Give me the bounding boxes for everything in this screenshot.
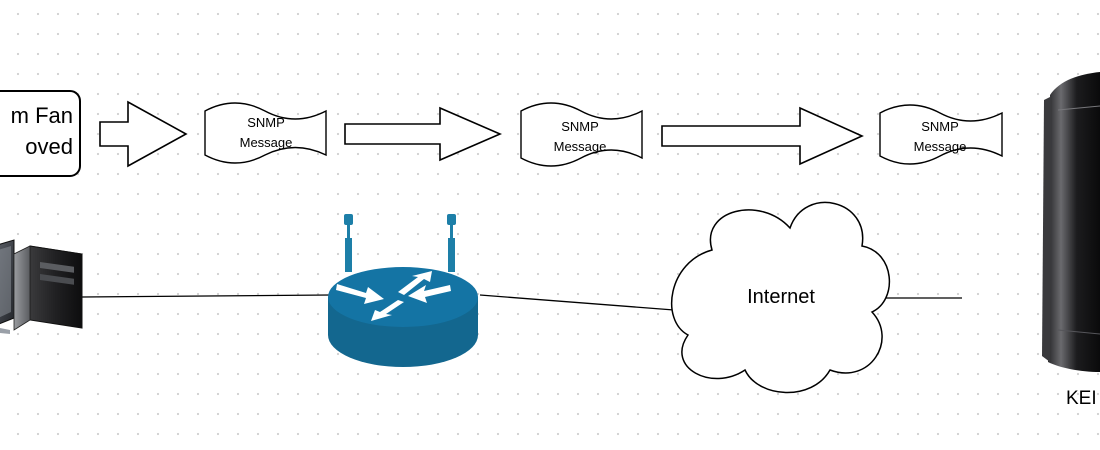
- event-text: m Fan oved: [0, 100, 81, 162]
- snmp-message-line1: SNMP: [247, 115, 285, 130]
- desktop-computer-icon: [0, 239, 84, 334]
- snmp-message-line1: SNMP: [561, 119, 599, 134]
- server-label: KEI: [1066, 388, 1097, 409]
- snmp-message-line1: SNMP: [921, 119, 959, 134]
- snmp-message-line2: Message: [239, 135, 293, 150]
- event-box: [0, 90, 81, 177]
- flow-arrow-2: [344, 106, 503, 162]
- server-rack-icon: [1042, 72, 1100, 372]
- event-text-line2: oved: [25, 134, 73, 159]
- link-computer-router: [81, 294, 331, 298]
- snmp-message-label-1: SNMP Message: [206, 113, 326, 153]
- snmp-message-line2: Message: [913, 139, 967, 154]
- flow-arrow-3: [661, 106, 864, 166]
- snmp-message-shape-3: [879, 104, 1003, 165]
- flow-arrow-1: [99, 100, 188, 168]
- link-router-internet: [479, 294, 701, 313]
- snmp-message-line2: Message: [553, 139, 607, 154]
- internet-label: Internet: [747, 286, 815, 308]
- snmp-message-label-3: SNMP Message: [880, 117, 1000, 157]
- cloud-icon: [671, 201, 891, 394]
- event-text-line1: m Fan: [10, 103, 73, 128]
- snmp-message-label-2: SNMP Message: [520, 117, 640, 157]
- snmp-message-shape-2: [520, 102, 643, 167]
- snmp-message-shape-1: [204, 102, 327, 164]
- router-icon: [328, 214, 478, 367]
